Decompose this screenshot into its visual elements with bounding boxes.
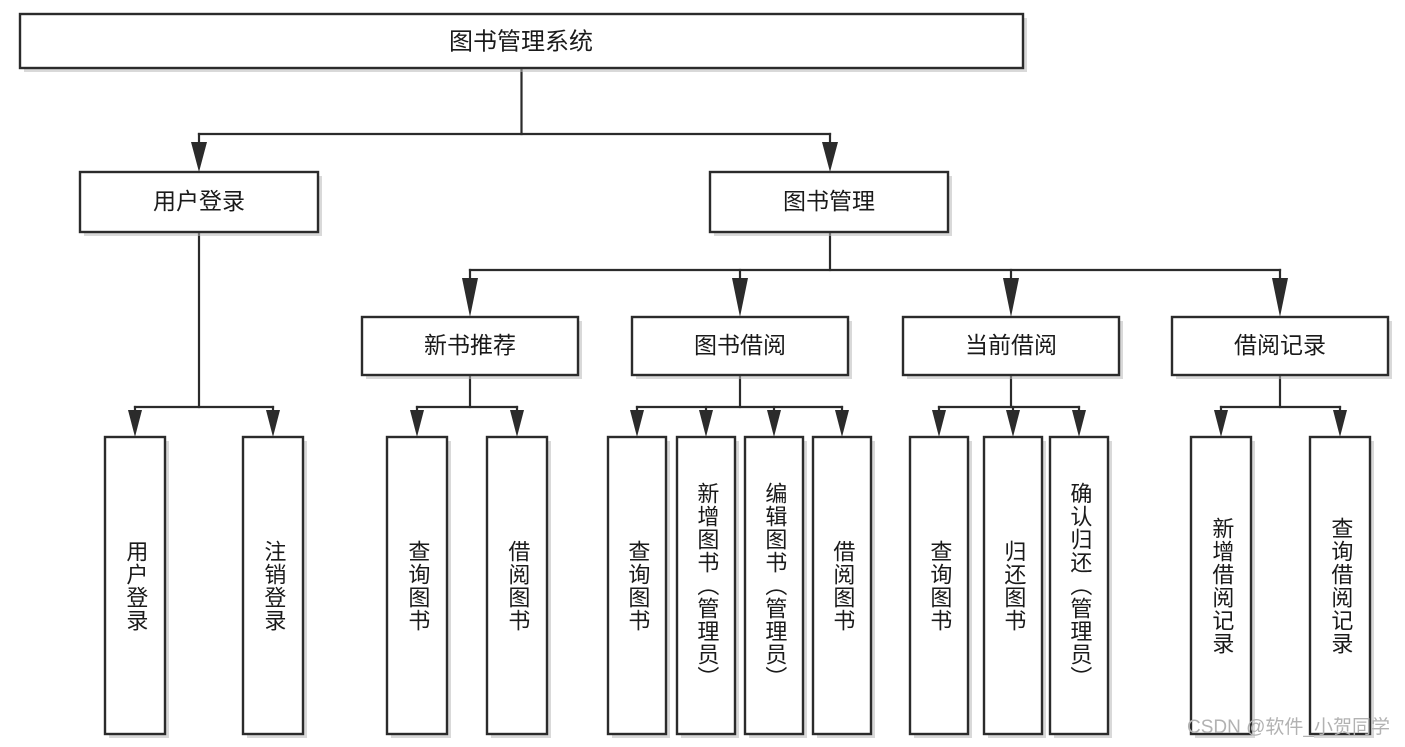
node-layer: 图书管理系统 用户登录 图书管理 新书推荐 图书	[18, 12, 1392, 738]
watermark-text: CSDN @软件_小贺同学	[1187, 717, 1390, 738]
arrow-borrow-leaf-4	[835, 410, 849, 437]
node-leaf-user-login[interactable]	[103, 435, 169, 738]
node-borrow-records[interactable]: 借阅记录	[1170, 315, 1392, 379]
arrow-userlogin-leaf-2	[266, 410, 280, 437]
node-leaf-confirm-return-admin[interactable]	[1048, 435, 1112, 738]
arrow-bookmgmt-to-borrow	[732, 278, 748, 317]
arrow-root-to-user-login	[191, 142, 207, 172]
node-leaf-add-borrow-record[interactable]	[1189, 435, 1255, 738]
arrow-current-leaf-2	[1006, 410, 1020, 437]
node-borrow-records-label: 借阅记录	[1234, 332, 1326, 358]
node-user-login[interactable]: 用户登录	[78, 170, 322, 236]
node-new-book-recommend[interactable]: 新书推荐	[360, 315, 582, 379]
arrow-current-leaf-1	[932, 410, 946, 437]
node-book-management-label: 图书管理	[783, 188, 875, 214]
node-current-borrow-label: 当前借阅	[965, 332, 1057, 358]
arrow-borrow-leaf-2	[699, 410, 713, 437]
node-leaf-query-book-new[interactable]	[385, 435, 451, 738]
arrow-newbook-leaf-2	[510, 410, 524, 437]
connector-layer	[128, 66, 1347, 437]
node-book-borrow[interactable]: 图书借阅	[630, 315, 852, 379]
node-leaf-logout[interactable]	[241, 435, 307, 738]
arrow-borrow-leaf-3	[767, 410, 781, 437]
arrow-borrow-leaf-1	[630, 410, 644, 437]
node-current-borrow[interactable]: 当前借阅	[901, 315, 1123, 379]
node-book-borrow-label: 图书借阅	[694, 332, 786, 358]
node-leaf-borrow-book-new[interactable]	[485, 435, 551, 738]
node-root[interactable]: 图书管理系统	[18, 12, 1027, 72]
node-root-label: 图书管理系统	[449, 28, 593, 55]
node-leaf-borrow-book[interactable]	[811, 435, 875, 738]
arrow-records-leaf-2	[1333, 410, 1347, 437]
node-leaf-add-book-admin[interactable]	[675, 435, 739, 738]
arrow-bookmgmt-to-new-book	[462, 278, 478, 317]
arrow-current-leaf-3	[1072, 410, 1086, 437]
node-leaf-query-book-borrow[interactable]	[606, 435, 670, 738]
arrow-root-to-book-mgmt	[822, 142, 838, 172]
arrow-bookmgmt-to-records	[1272, 278, 1288, 317]
node-book-management[interactable]: 图书管理	[708, 170, 952, 236]
node-new-book-recommend-label: 新书推荐	[424, 332, 516, 358]
node-leaf-query-book-current[interactable]	[908, 435, 972, 738]
arrow-records-leaf-1	[1214, 410, 1228, 437]
node-user-login-label: 用户登录	[153, 188, 245, 214]
arrow-bookmgmt-to-current	[1003, 278, 1019, 317]
node-leaf-query-borrow-record[interactable]	[1308, 435, 1374, 738]
node-leaf-edit-book-admin[interactable]	[743, 435, 807, 738]
node-leaf-return-book[interactable]	[982, 435, 1046, 738]
arrow-userlogin-leaf-1	[128, 410, 142, 437]
arrow-newbook-leaf-1	[410, 410, 424, 437]
